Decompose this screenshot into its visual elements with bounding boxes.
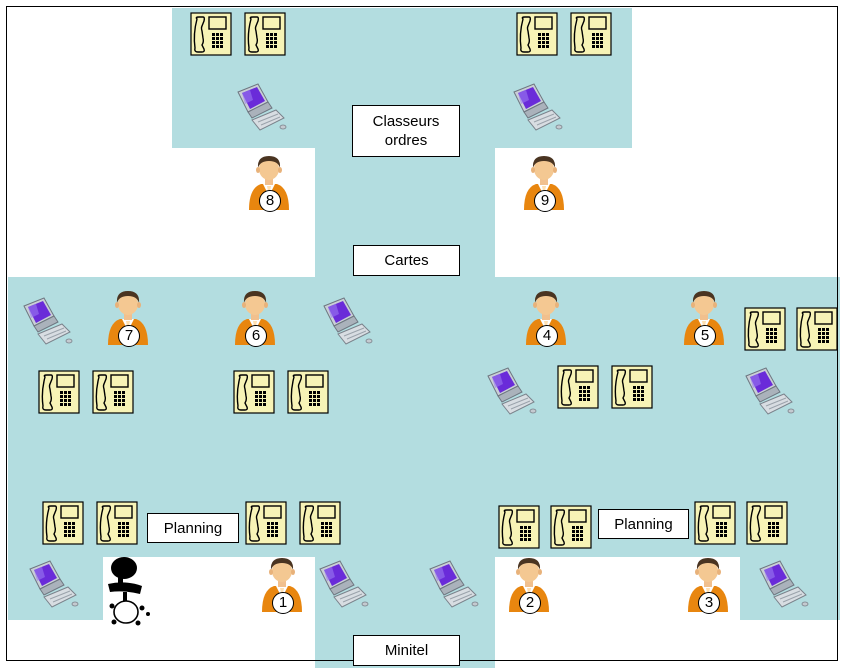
operator-number: 6 <box>245 325 267 347</box>
operator-number: 3 <box>698 592 720 614</box>
desk-phone-icon <box>92 370 134 414</box>
desk-phone-icon <box>611 365 653 409</box>
desk-phone-icon <box>233 370 275 414</box>
operator-number: 9 <box>534 190 556 212</box>
operator-number: 5 <box>694 325 716 347</box>
label-cartes: Cartes <box>353 245 460 276</box>
operator-person-icon-1: 1 <box>258 552 306 614</box>
operator-number: 8 <box>259 190 281 212</box>
desk-phone-icon <box>516 12 558 56</box>
desk-phone-icon <box>42 501 84 545</box>
desk-phone-icon <box>498 505 540 549</box>
desk-phone-icon <box>796 307 838 351</box>
desk-phone-icon <box>570 12 612 56</box>
desk-phone-icon <box>190 12 232 56</box>
operator-number: 2 <box>519 592 541 614</box>
desk-phone-icon <box>287 370 329 414</box>
desk-phone-icon <box>744 307 786 351</box>
desk-phone-icon <box>746 501 788 545</box>
desk-phone-icon <box>299 501 341 545</box>
desk-phone-icon <box>244 12 286 56</box>
computer-workstation-icon <box>314 292 374 352</box>
computer-workstation-icon <box>228 78 288 138</box>
computer-workstation-icon <box>736 362 796 422</box>
desk-phone-icon <box>557 365 599 409</box>
operator-person-icon-7: 7 <box>104 285 152 347</box>
label-minitel: Minitel <box>353 635 460 666</box>
operator-person-icon-4: 4 <box>522 285 570 347</box>
desk-phone-icon <box>96 501 138 545</box>
label-planning-left: Planning <box>147 513 239 543</box>
desk-phone-icon <box>38 370 80 414</box>
label-classeurs-ordres: Classeurs ordres <box>352 105 460 157</box>
operator-person-icon-3: 3 <box>684 552 732 614</box>
operator-person-icon-5: 5 <box>680 285 728 347</box>
operator-person-icon-8: 8 <box>245 150 293 212</box>
computer-workstation-icon <box>14 292 74 352</box>
operator-number: 7 <box>118 325 140 347</box>
operator-number: 1 <box>272 592 294 614</box>
desk-phone-icon <box>245 501 287 545</box>
computer-workstation-icon <box>20 555 80 615</box>
label-planning-right: Planning <box>598 509 689 539</box>
computer-workstation-icon <box>310 555 370 615</box>
operator-person-icon-6: 6 <box>231 285 279 347</box>
desk-phone-icon <box>694 501 736 545</box>
computer-workstation-icon <box>478 362 538 422</box>
operator-number: 4 <box>536 325 558 347</box>
office-chair-icon <box>102 556 154 626</box>
desk-phone-icon <box>550 505 592 549</box>
computer-workstation-icon <box>420 555 480 615</box>
computer-workstation-icon <box>750 555 810 615</box>
computer-workstation-icon <box>504 78 564 138</box>
operator-person-icon-9: 9 <box>520 150 568 212</box>
operator-person-icon-2: 2 <box>505 552 553 614</box>
